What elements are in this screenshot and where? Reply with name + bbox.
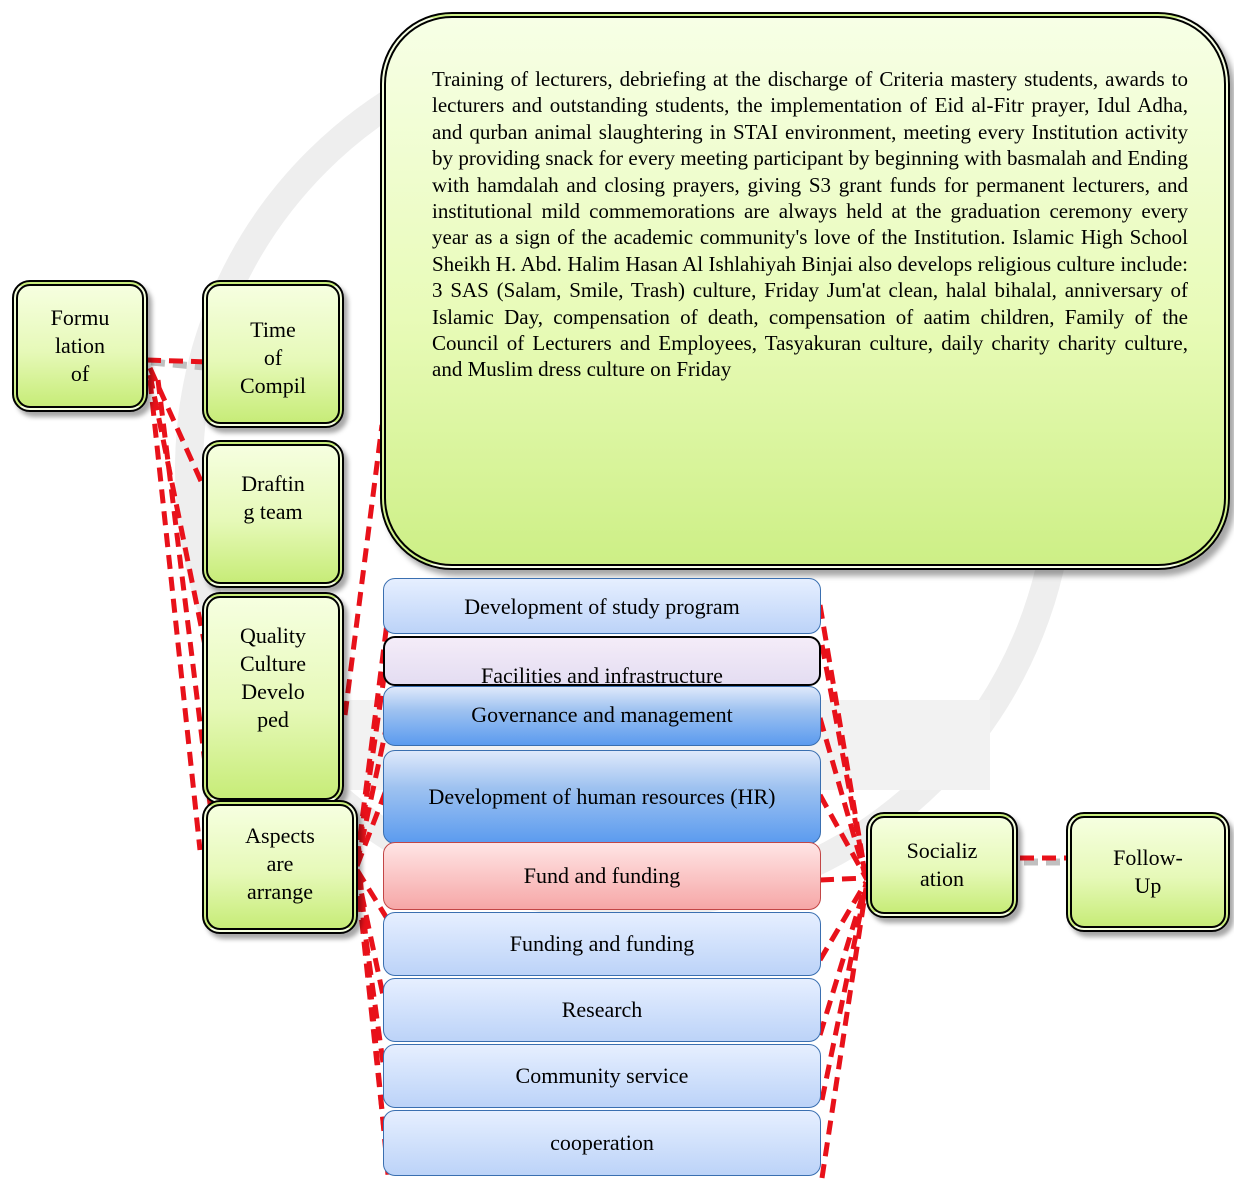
quality-culture-node: Quality Culture Develo ped (202, 592, 344, 804)
drafting-team-label: Draftin g team (241, 471, 305, 524)
aspects-label: Aspects are arrange (245, 823, 315, 904)
aspects-node: Aspects are arrange (202, 800, 358, 934)
connector-quality-description (342, 424, 385, 716)
connector-aspects-bar-8 (354, 875, 387, 1131)
connector-bar-6-socialization (817, 880, 869, 962)
aspect-label: cooperation (550, 1130, 654, 1155)
formulation-label: Formu lation of (50, 305, 110, 386)
connector-formulation-quality (147, 374, 213, 671)
aspect-label: Governance and management (471, 702, 733, 727)
drafting-team-node: Draftin g team (202, 440, 344, 588)
connector-aspects-bar-4 (354, 784, 391, 867)
quality-culture-label: Quality Culture Develo ped (240, 623, 306, 732)
time-of-compilation-label: Time of Compil (239, 317, 306, 398)
follow-up-label: Follow- Up (1113, 845, 1183, 898)
connector-formulation-aspects-a (147, 379, 203, 851)
connector-bar-7-socialization (817, 883, 869, 1036)
aspect-label: Development of human resources (HR) (428, 784, 776, 809)
socialization-label: Socializ ation (906, 838, 978, 891)
connector-bar-2-socialization (819, 644, 869, 879)
aspect-research: Research (383, 978, 821, 1042)
aspect-human-resources: Development of human resources (HR) (383, 750, 821, 844)
connector-bar-5-socialization (819, 875, 867, 883)
culture-description-box: Training of lecturers, debriefing at the… (380, 12, 1230, 570)
culture-description-text: Training of lecturers, debriefing at the… (432, 67, 1188, 382)
connector-aspects-bar-3 (354, 719, 391, 865)
aspect-label: Facilities and infrastructure (481, 663, 723, 686)
aspect-development-study-program: Development of study program (383, 578, 821, 634)
connector-aspects-bar-2 (354, 649, 391, 863)
aspect-facilities-infrastructure: Facilities and infrastructure (383, 636, 821, 686)
connector-bar-8-socialization (819, 885, 869, 1101)
connector-bar-1-socialization (817, 604, 869, 879)
time-of-compilation-node: Time of Compil (202, 280, 344, 428)
aspect-label: Fund and funding (523, 863, 681, 888)
aspect-label: Funding and funding (509, 931, 695, 956)
connector-aspects-bar-1 (354, 614, 391, 861)
aspect-label: Development of study program (464, 594, 740, 619)
socialization-node: Socializ ation (866, 812, 1018, 918)
connector-formulation-time (146, 357, 211, 365)
connector-bar-3-socialization (817, 717, 869, 879)
connector-bar-9-socialization (819, 887, 869, 1179)
aspect-governance-management: Governance and management (383, 686, 821, 746)
aspect-funding-and-funding: Funding and funding (383, 912, 821, 976)
aspect-label: Community service (515, 1063, 689, 1088)
aspect-label: Research (561, 997, 643, 1022)
connector-bar-4-socialization (817, 793, 869, 880)
aspect-community-service: Community service (383, 1044, 821, 1108)
aspect-fund-and-funding: Fund and funding (383, 842, 821, 910)
connector-formulation-aspects-b (155, 379, 215, 821)
follow-up-node: Follow- Up (1066, 812, 1230, 932)
aspect-cooperation: cooperation (383, 1110, 821, 1176)
formulation-node: Formu lation of (12, 280, 148, 412)
